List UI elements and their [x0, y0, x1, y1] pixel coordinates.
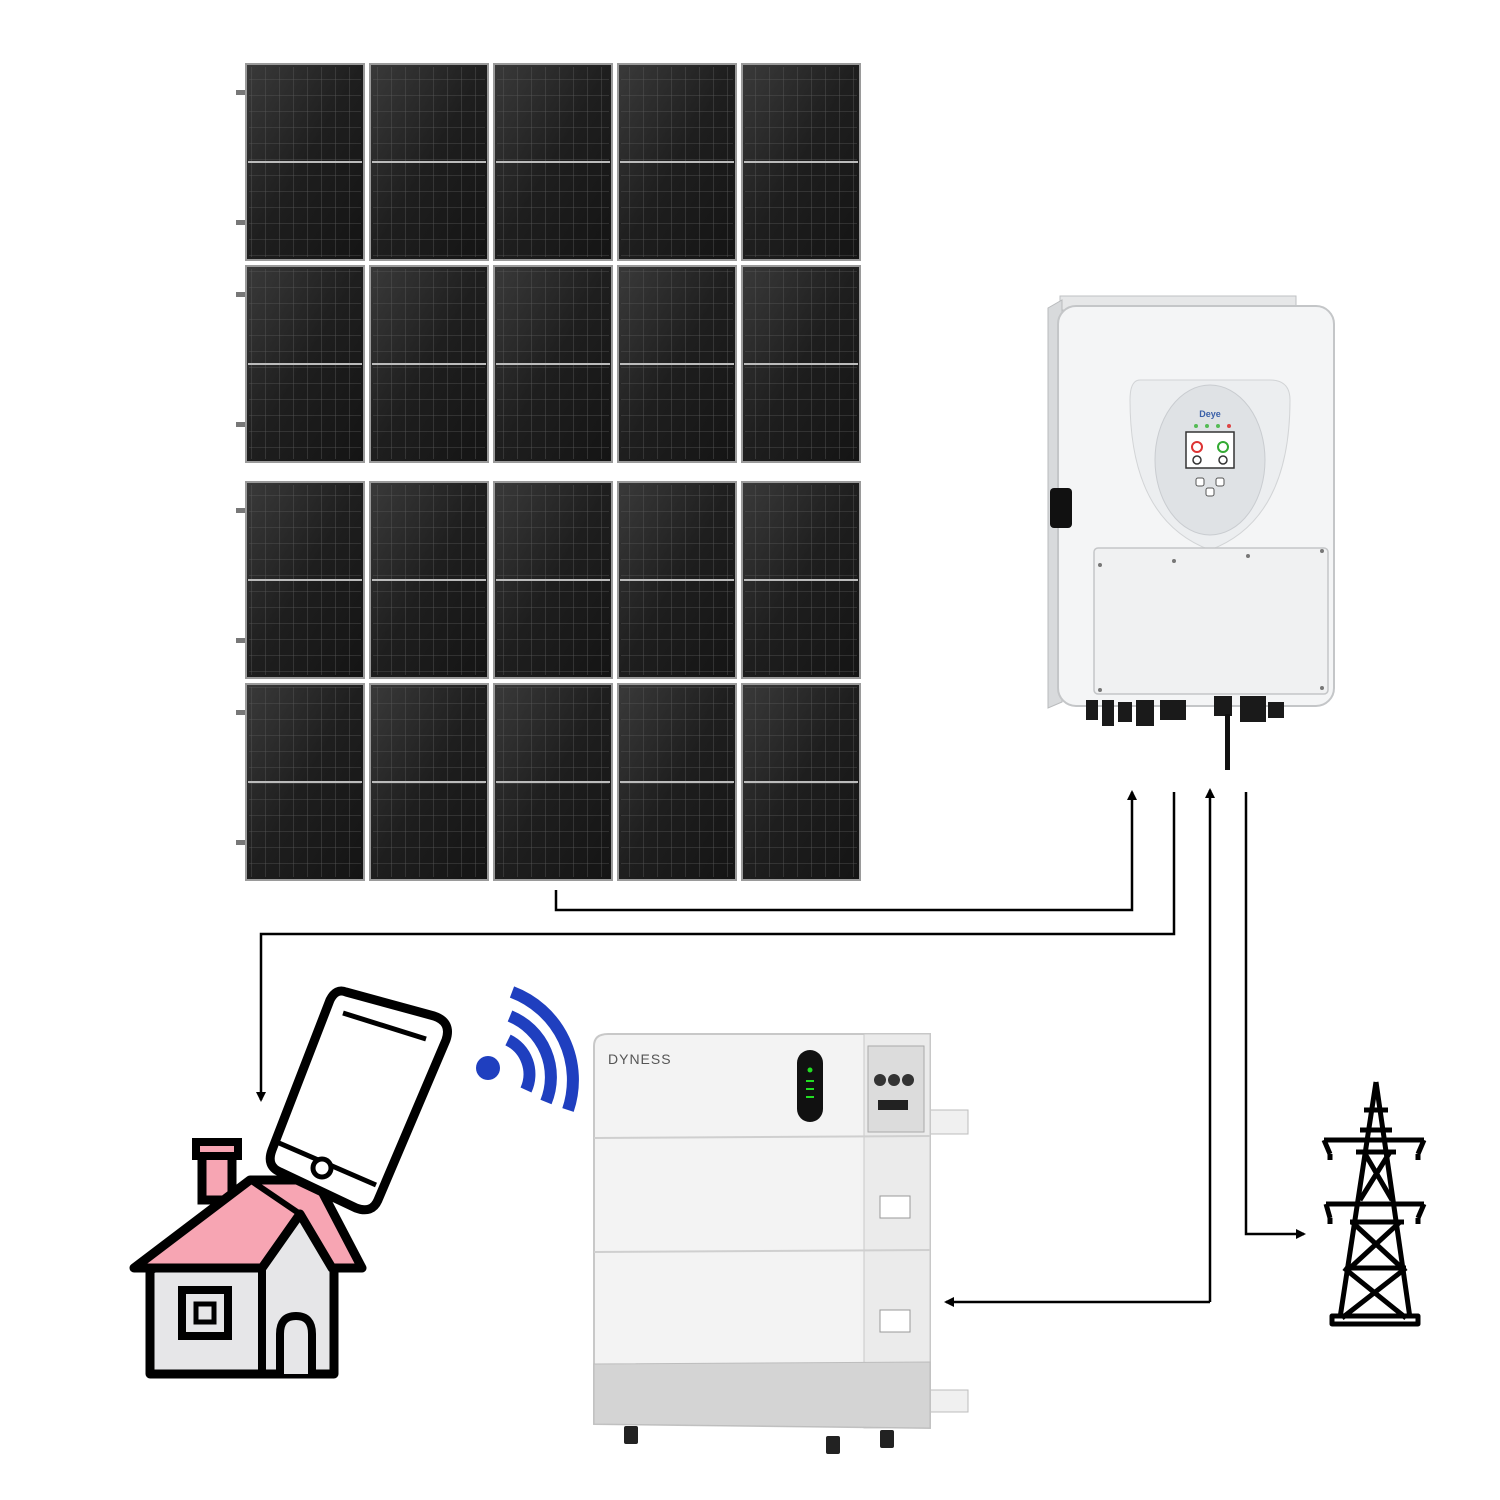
- mounting-rail: [236, 710, 246, 715]
- connection-lines: [256, 788, 1306, 1307]
- inverter-button: [1215, 477, 1225, 487]
- mounting-rail: [236, 422, 246, 427]
- inverter-cable: [1225, 714, 1230, 770]
- mounting-rail: [236, 840, 246, 845]
- mounting-rail: [236, 90, 246, 95]
- solar-panel: [741, 481, 861, 679]
- inverter-dc-switch: [1050, 488, 1072, 528]
- solar-panel: [741, 265, 861, 463]
- solar-to-inverter-line: [554, 790, 1137, 912]
- inverter-button: [1205, 487, 1215, 497]
- solar-array: [236, 63, 861, 881]
- solar-panel: [245, 63, 365, 261]
- battery-stack: DYNESS: [593, 1033, 969, 1454]
- inverter-bottom-connectors: [1086, 696, 1284, 726]
- solar-panel: [493, 63, 613, 261]
- inverter-button: [1195, 477, 1205, 487]
- solar-panel: [369, 63, 489, 261]
- mounting-rail: [236, 638, 246, 643]
- solar-panel: [493, 481, 613, 679]
- solar-panel: [493, 683, 613, 881]
- power-tower-icon: [1321, 1081, 1427, 1327]
- wifi-icon: [476, 986, 579, 1112]
- solar-panel: [493, 265, 613, 463]
- solar-panel: [617, 265, 737, 463]
- smartphone-icon: [265, 986, 452, 1215]
- inverter-to-house-line: [256, 792, 1176, 1102]
- solar-panel: [245, 481, 365, 679]
- solar-panel: [369, 481, 489, 679]
- house-icon: [129, 1138, 367, 1379]
- mounting-rail: [236, 220, 246, 225]
- solar-panel: [741, 683, 861, 881]
- solar-panel: [245, 683, 365, 881]
- mounting-rail: [236, 508, 246, 513]
- battery-status-indicator: [797, 1050, 823, 1122]
- solar-panel: [617, 63, 737, 261]
- hybrid-inverter: Deye: [1047, 295, 1335, 770]
- solar-panel: [369, 265, 489, 463]
- solar-panel: [617, 481, 737, 679]
- solar-panel: [617, 683, 737, 881]
- battery-brand: DYNESS: [608, 1051, 672, 1067]
- solar-panel: [245, 265, 365, 463]
- solar-panel: [369, 683, 489, 881]
- mounting-rail: [236, 292, 246, 297]
- inverter-to-grid-line: [1244, 792, 1306, 1239]
- inverter-brand: Deye: [1199, 409, 1221, 419]
- solar-panel: [741, 63, 861, 261]
